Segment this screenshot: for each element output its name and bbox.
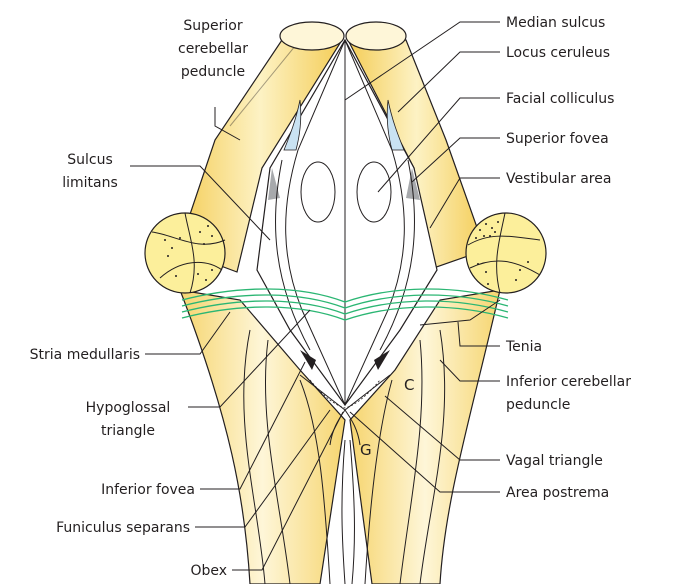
- label-tenia: Tenia: [505, 339, 542, 355]
- peduncle-cap-right: [346, 22, 406, 50]
- label-hypoglossal-triangle-2: triangle: [101, 423, 155, 439]
- label-inferior-fovea: Inferior fovea: [101, 482, 195, 498]
- label-superior-cerebellar-peduncle-3: peduncle: [181, 64, 245, 80]
- label-inferior-cerebellar-peduncle-1: Inferior cerebellar: [506, 374, 631, 390]
- lateral-recess-left: [145, 213, 225, 293]
- peduncle-cap-left: [280, 22, 344, 50]
- label-vagal-triangle: Vagal triangle: [506, 453, 603, 469]
- label-facial-colliculus: Facial colliculus: [506, 91, 614, 107]
- label-inferior-cerebellar-peduncle-2: peduncle: [506, 397, 570, 413]
- label-superior-fovea: Superior fovea: [506, 131, 609, 147]
- label-obex: Obex: [190, 563, 227, 579]
- lateral-recess-right: [466, 213, 546, 293]
- facial-colliculus-right: [357, 162, 391, 222]
- region-mark-cuneate: C: [404, 376, 414, 394]
- label-superior-cerebellar-peduncle-1: Superior: [183, 18, 242, 34]
- label-funiculus-separans: Funiculus separans: [56, 520, 190, 536]
- label-sulcus-limitans-2: limitans: [62, 175, 118, 191]
- label-superior-cerebellar-peduncle-2: cerebellar: [178, 41, 248, 57]
- facial-colliculus-left: [301, 162, 335, 222]
- label-sulcus-limitans-1: Sulcus: [67, 152, 113, 168]
- label-area-postrema: Area postrema: [506, 485, 609, 501]
- label-median-sulcus: Median sulcus: [506, 15, 605, 31]
- label-stria-medullaris: Stria medullaris: [30, 347, 140, 363]
- label-hypoglossal-triangle-1: Hypoglossal: [86, 400, 171, 416]
- region-mark-gracile: G: [360, 441, 372, 459]
- label-locus-ceruleus: Locus ceruleus: [506, 45, 610, 61]
- label-vestibular-area: Vestibular area: [506, 171, 611, 187]
